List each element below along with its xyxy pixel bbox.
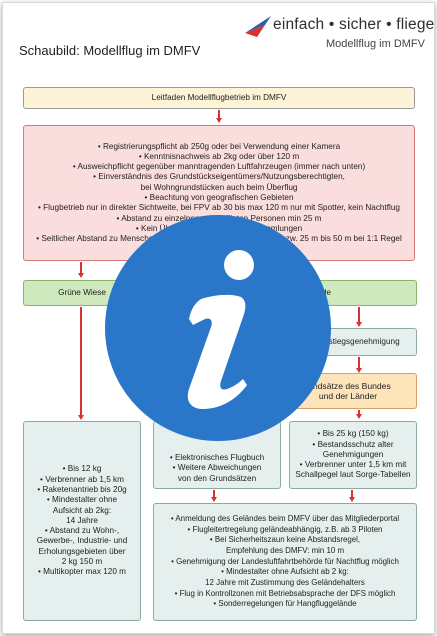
detail-item-continuation: 12 Jahre mit Zustimmung des Geländehalte… bbox=[205, 578, 365, 588]
logo-subtitle: Modellflug im DMFV bbox=[325, 38, 425, 50]
rule-item-continuation: bei Wohngrundstücken auch beim Überflug bbox=[140, 182, 298, 192]
detail-item-continuation: Aufsicht ab 2kg: bbox=[52, 505, 112, 515]
arrowhead bbox=[355, 414, 362, 419]
top-guideline-box: Leitfaden Modellflugbetrieb im DMFV bbox=[23, 87, 415, 109]
rule-item: Beachtung von geografischen Gebieten bbox=[28, 193, 410, 203]
detail-item: Bestandsschutz alter bbox=[292, 440, 414, 450]
detail-item: Mindestalter ohne Aufsicht ab 2 kg: bbox=[156, 567, 414, 578]
rule-item: Flugbetrieb nur in direkter Sichtweite, … bbox=[28, 203, 410, 213]
detail-item: Flug in Kontrollzonen mit Betriebsabspra… bbox=[156, 589, 414, 600]
arrowhead bbox=[215, 118, 222, 123]
detail-item: Bei Sicherheitszaun keine Abstandsregel, bbox=[156, 535, 414, 546]
arrow bbox=[358, 307, 360, 323]
arrow bbox=[351, 490, 353, 499]
page-title: Schaubild: Modellflug im DMFV bbox=[19, 43, 201, 58]
detail-item: Bis 12 kg bbox=[26, 464, 138, 474]
arrow bbox=[213, 490, 215, 499]
arrowhead bbox=[355, 368, 362, 373]
detail-item: Genehmigung der Landesluftfahrtbehörde f… bbox=[156, 557, 414, 568]
arrow bbox=[80, 307, 82, 416]
grundsaetze-line1: rundsätze des Bundes bbox=[305, 380, 391, 391]
detail-item: Mindestalter ohne bbox=[26, 495, 138, 505]
arrowhead bbox=[348, 497, 355, 502]
detail-item: Flugleitertregelung geländeabhängig, z.B… bbox=[156, 525, 414, 536]
rule-item: Ausweichpflicht gegenüber manntragenden … bbox=[28, 162, 410, 172]
detail-item: Sonderregelungen für Hangfluggelände bbox=[156, 599, 414, 610]
detail-item-continuation: Empfehlung des DMFV: min 10 m bbox=[225, 545, 345, 555]
dmfv-logo: einfach • sicher • fliegen Modellflug im… bbox=[243, 13, 435, 61]
info-icon[interactable] bbox=[103, 213, 333, 443]
detail-item: Abstand zu Wohn-, bbox=[26, 526, 138, 536]
detail-item-continuation: Schallpegel laut Sorge-Tabellen bbox=[295, 470, 411, 480]
plane-logo-icon bbox=[245, 16, 271, 37]
arrowhead bbox=[77, 273, 84, 278]
detail-item-continuation: Erholungsgebieten über bbox=[38, 546, 126, 556]
logo-slogan: einfach • sicher • fliegen bbox=[273, 16, 435, 33]
detail-item: Verbrenner unter 1,5 km mit bbox=[292, 460, 414, 470]
arrow bbox=[80, 262, 82, 274]
gruene-wiese-title: Grüne Wiese bbox=[58, 287, 106, 297]
detail-item: Anmeldung des Geländes beim DMFV über da… bbox=[156, 514, 414, 525]
rule-item: Kenntnisnachweis ab 2kg oder über 120 m bbox=[28, 152, 410, 162]
detail-item-continuation: Gewerbe-, Industrie- und bbox=[36, 536, 128, 546]
arrowhead bbox=[355, 322, 362, 327]
detail-item: Bis 25 kg (150 kg) bbox=[292, 429, 414, 439]
detail-item: Verbrenner ab 1,5 km bbox=[26, 475, 138, 485]
arrowhead bbox=[210, 497, 217, 502]
detail-item-continuation: 2 kg 150 m bbox=[61, 557, 103, 567]
detail-item-continuation: von den Grundsätzen bbox=[177, 473, 257, 483]
gelaende-details-box: Anmeldung des Geländes beim DMFV über da… bbox=[153, 503, 417, 621]
arrowhead bbox=[77, 415, 84, 420]
rule-item: Einverständnis des Grundstückseigentümer… bbox=[28, 172, 410, 182]
detail-item-continuation: Genehmigungen bbox=[322, 449, 384, 459]
detail-item-continuation: 14 Jahre bbox=[66, 515, 98, 525]
detail-item: Raketenantrieb bis 20g bbox=[26, 485, 138, 495]
top-guideline-label: Leitfaden Modellflugbetrieb im DMFV bbox=[151, 92, 287, 102]
detail-item: Multikopter max 120 m bbox=[26, 567, 138, 577]
detail-item: Elektronisches Flugbuch bbox=[156, 453, 278, 463]
arrow bbox=[358, 357, 360, 369]
detail-item: Weitere Abweichungen bbox=[156, 463, 278, 473]
grundsaetze-line2: und der Länder bbox=[318, 391, 378, 401]
rule-item: Registrierungspflicht ab 250g oder bei V… bbox=[28, 142, 410, 152]
arrow bbox=[218, 110, 220, 120]
aufstiegsgenehmigung-label: Aufstiegsgenehmigung bbox=[316, 336, 400, 346]
gruene-wiese-details-box: Bis 12 kg Verbrenner ab 1,5 km Raketenan… bbox=[23, 421, 141, 621]
arrow bbox=[358, 410, 360, 416]
right-details-box: Bis 25 kg (150 kg) Bestandsschutz alter … bbox=[289, 421, 417, 489]
